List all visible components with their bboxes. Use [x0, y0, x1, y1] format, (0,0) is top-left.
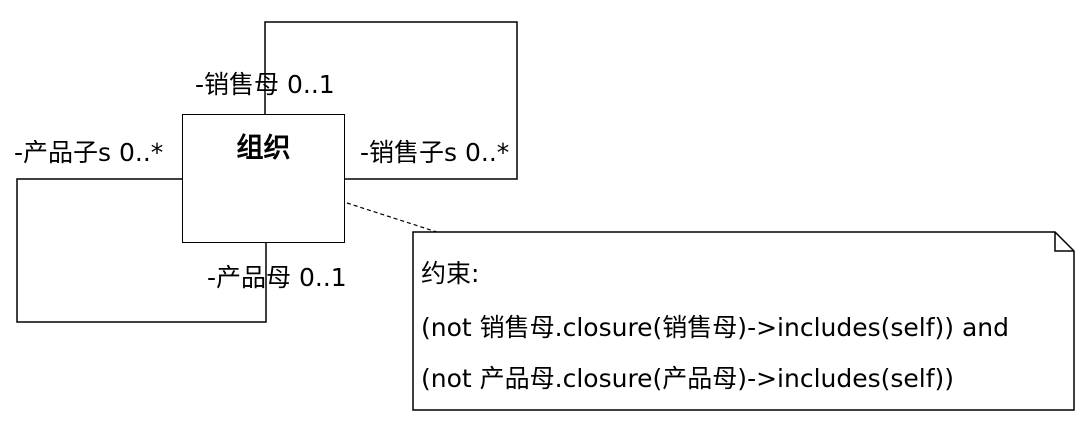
class-box-organization[interactable]: 组织 — [182, 114, 345, 243]
note-title: 约束: — [421, 259, 480, 288]
note-constraint-line-1: (not 销售母.closure(销售母)->includes(self)) a… — [421, 313, 1010, 342]
note-fold-corner — [1054, 232, 1074, 252]
sales-parent-role-label: -销售母 0..1 — [195, 70, 335, 99]
note-constraint-line-2: (not 产品母.closure(产品母)->includes(self)) — [421, 364, 955, 393]
product-children-role-label: -产品子s 0..* — [14, 138, 164, 167]
product-self-association-line[interactable] — [16, 178, 267, 323]
product-parent-role-label: -产品母 0..1 — [207, 263, 347, 292]
note-anchor-line — [346, 202, 441, 234]
class-name: 组织 — [236, 133, 291, 164]
sales-self-association-line[interactable] — [264, 21, 518, 180]
sales-children-role-label: -销售子s 0..* — [360, 138, 510, 167]
constraint-note-shape[interactable] — [412, 231, 1075, 411]
